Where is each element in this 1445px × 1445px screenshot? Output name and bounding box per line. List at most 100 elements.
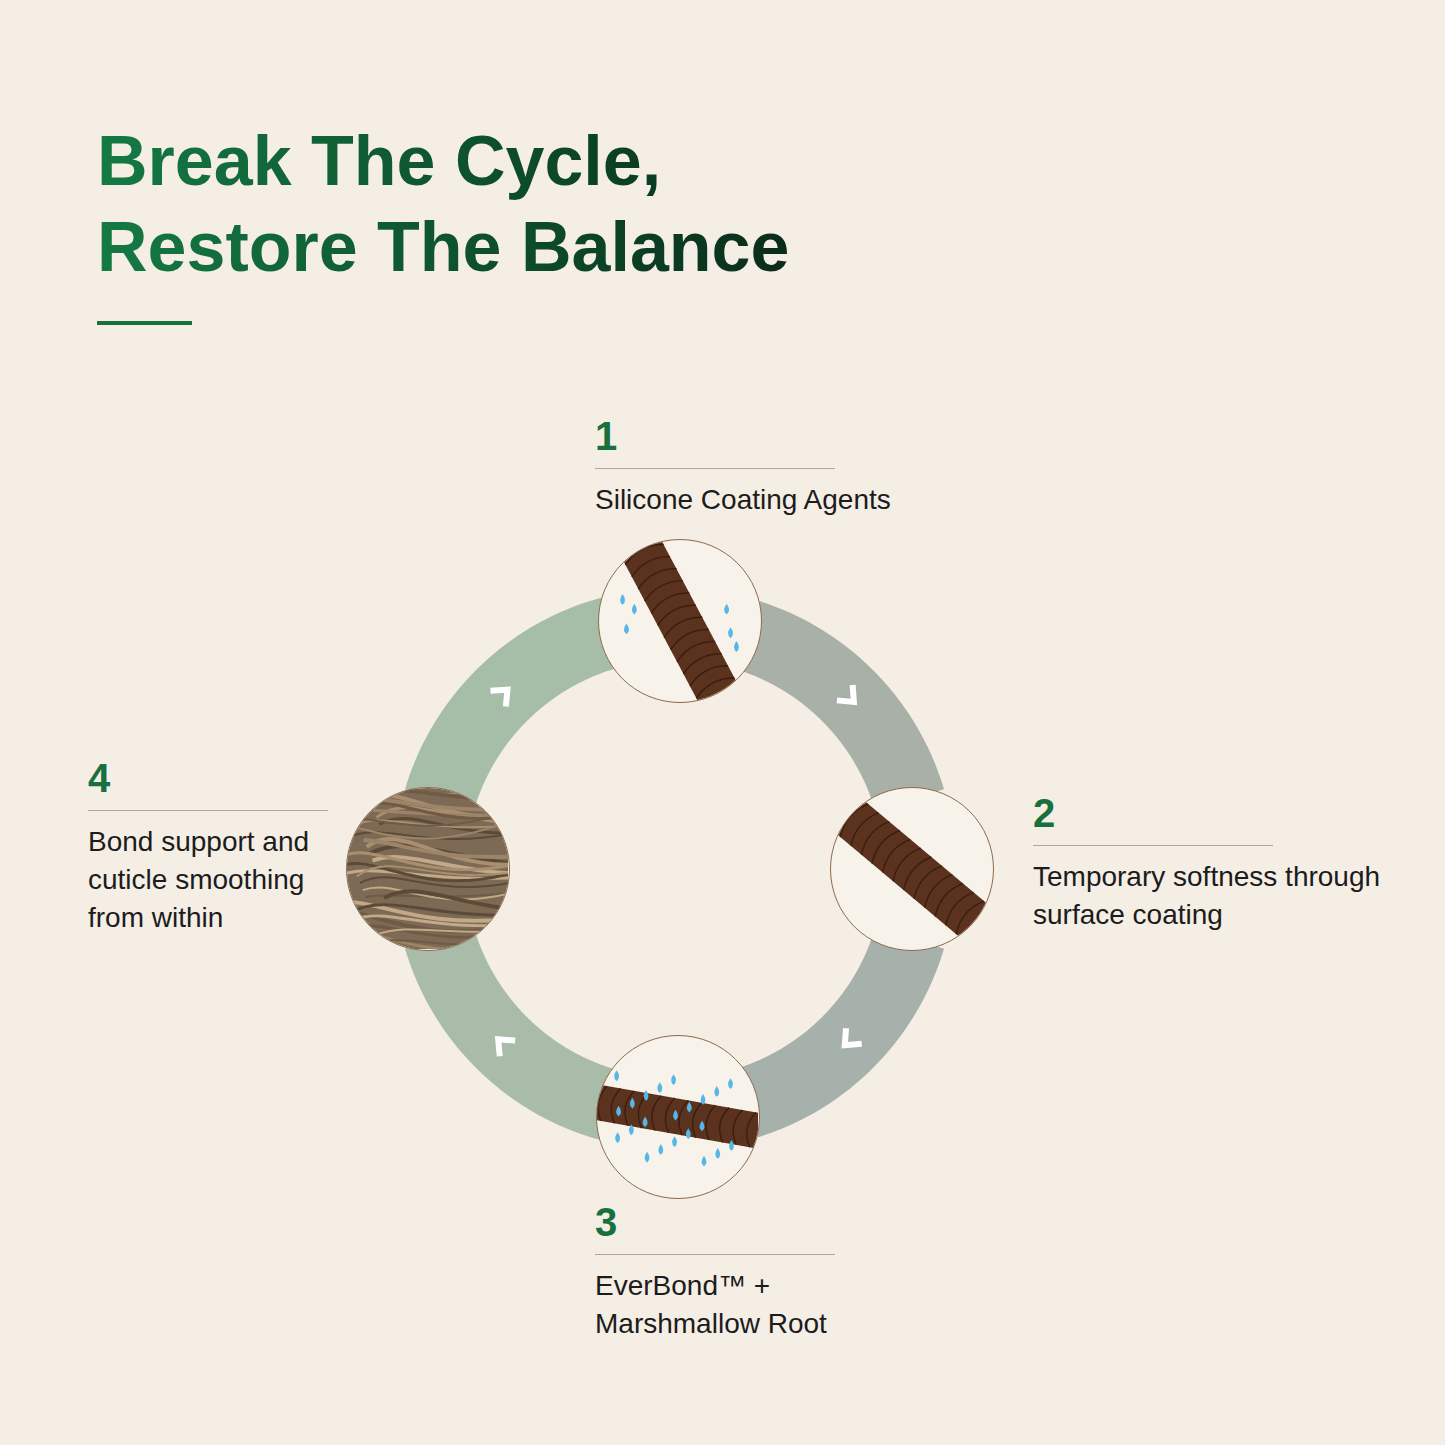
arrow-chevron — [498, 1039, 515, 1056]
cuticle-scale — [831, 791, 858, 828]
hair-illustration — [605, 540, 754, 701]
step-number: 1 — [595, 412, 835, 469]
stage-circle: 4Bond support and cuticle smoothing from… — [346, 787, 510, 951]
cuticle-scale — [676, 1099, 688, 1135]
water-droplet — [687, 1102, 692, 1113]
cuticle-scale — [889, 844, 921, 881]
stage-caption: 4Bond support and cuticle smoothing from… — [88, 754, 333, 937]
water-droplet — [624, 623, 629, 634]
water-droplet — [702, 1156, 707, 1167]
cuticle-scale — [831, 788, 847, 819]
water-droplet — [615, 1132, 620, 1143]
hair-strand — [384, 891, 508, 912]
cuticle-scale — [868, 827, 900, 864]
water-droplet — [657, 1082, 662, 1093]
cuticle-scale — [661, 612, 702, 637]
stage-caption: 1Silicone Coating Agents — [595, 412, 955, 519]
cycle-arrow — [439, 632, 610, 799]
hair-shaft — [605, 540, 754, 701]
hair-strand — [350, 905, 508, 916]
cuticle-scale — [857, 818, 889, 855]
water-droplet — [629, 1124, 634, 1135]
water-droplet — [724, 604, 729, 615]
cuticle-scale — [707, 697, 748, 701]
hair-strand — [357, 866, 508, 876]
cuticle-scale — [642, 576, 683, 601]
cuticle-scale — [622, 1090, 634, 1126]
cuticle-scale — [920, 871, 952, 908]
cuticle-scale — [910, 862, 942, 899]
hair-strand — [377, 924, 508, 934]
cuticle-scale — [952, 897, 984, 934]
water-droplet — [701, 1094, 706, 1105]
cuticle-scale — [717, 1107, 729, 1143]
water-droplet — [658, 1144, 663, 1155]
cycle-arrow — [439, 938, 608, 1105]
water-droplet — [644, 1090, 649, 1101]
step-label: EverBond™ + Marshmallow Root — [595, 1267, 915, 1343]
cuticle-scale — [703, 1104, 715, 1140]
arrow-chevron — [837, 685, 854, 702]
cuticle-scale — [962, 906, 992, 943]
illustration-disc — [598, 539, 762, 703]
cuticle-scale — [899, 853, 931, 890]
cuticle-scale — [668, 624, 709, 649]
step-label: Silicone Coating Agents — [595, 481, 955, 519]
cycle-arrow — [747, 938, 910, 1103]
cuticle-scale — [648, 588, 689, 613]
arrow-chevron — [845, 1028, 862, 1045]
cuticle-scale — [694, 673, 735, 698]
cuticle-scale — [597, 1085, 607, 1121]
cuticle-scale — [663, 1097, 675, 1133]
step-label: Temporary softness through surface coati… — [1033, 858, 1413, 934]
water-droplet — [728, 1078, 733, 1089]
cuticle-scale — [681, 648, 722, 673]
water-droplet — [734, 641, 739, 652]
cuticle-scale — [941, 889, 973, 926]
cuticle-scale — [674, 636, 715, 661]
step-label: Bond support and cuticle smoothing from … — [88, 823, 333, 937]
water-droplet — [616, 1106, 621, 1117]
water-droplet — [700, 1120, 705, 1131]
stage-caption: 2Temporary softness through surface coat… — [1033, 789, 1413, 934]
illustration — [831, 788, 992, 949]
hair-strand — [347, 788, 508, 803]
cuticle-scale — [758, 1114, 759, 1150]
illustration — [597, 1036, 758, 1197]
hair-strand — [347, 809, 508, 826]
water-droplet — [686, 1128, 691, 1139]
cuticle-scale — [731, 1109, 743, 1145]
ring-segment — [439, 938, 608, 1105]
cuticle-scale — [878, 836, 910, 873]
step-number: 2 — [1033, 789, 1273, 846]
water-droplet — [714, 1086, 719, 1097]
stage-circle: 2Temporary softness through surface coat… — [830, 787, 994, 951]
hair-shaft — [597, 1079, 758, 1155]
cuticle-scale — [609, 1088, 621, 1124]
cuticle-scale — [687, 661, 728, 686]
hair-strand — [356, 926, 508, 938]
cuticle-scale — [629, 551, 670, 576]
water-droplet — [671, 1074, 676, 1085]
stage-circle: 3EverBond™ + Marshmallow Root — [596, 1035, 760, 1199]
illustration — [599, 540, 760, 701]
hair-strand — [349, 796, 508, 810]
cuticle-scale — [636, 564, 677, 589]
water-droplet — [643, 1117, 648, 1128]
hair-illustration — [831, 788, 992, 949]
illustration-disc — [596, 1035, 760, 1199]
hair-illustration — [347, 788, 508, 949]
diagram-title: Break The Cycle, Restore The Balance — [97, 118, 897, 290]
ring-segment — [749, 636, 910, 800]
cuticle-scale — [836, 800, 868, 837]
cuticle-scale — [846, 809, 878, 846]
step-number: 3 — [595, 1198, 835, 1255]
illustration — [347, 788, 508, 949]
water-droplet — [715, 1148, 720, 1159]
illustration-disc — [346, 787, 510, 951]
hair-strand — [364, 840, 508, 857]
illustration-disc — [830, 787, 994, 951]
cycle-arrow — [749, 636, 910, 800]
